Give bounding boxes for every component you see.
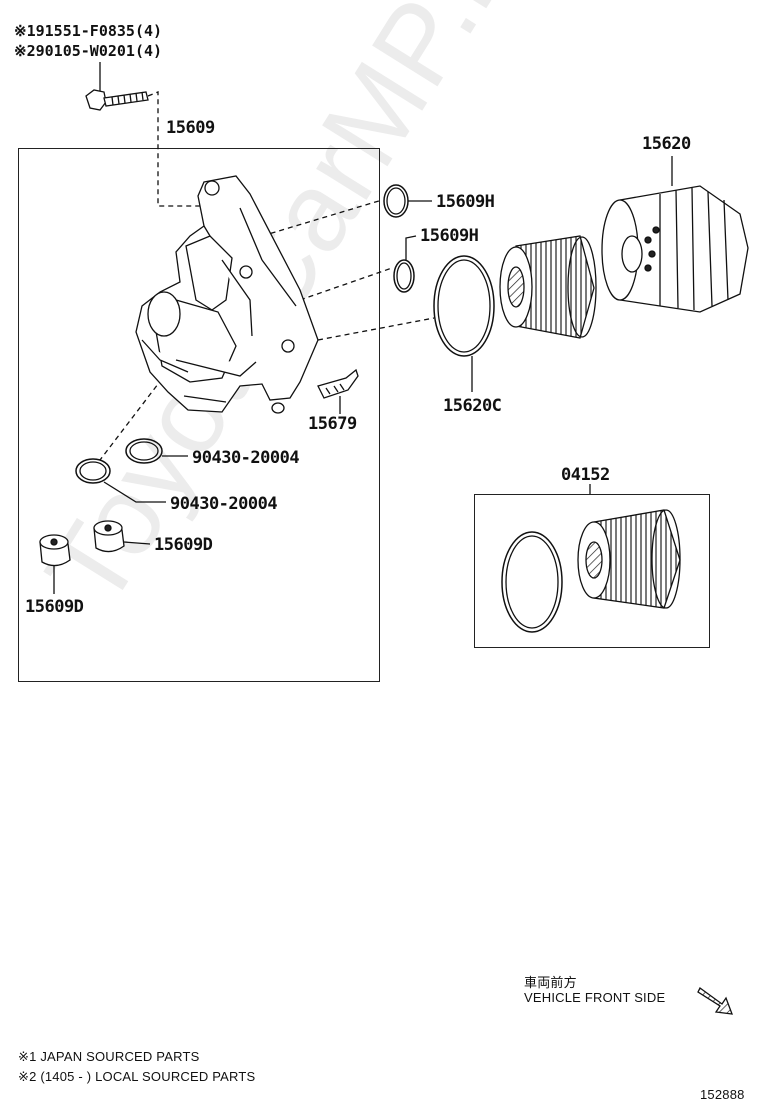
footnote-1-mark: ※1 xyxy=(18,1049,37,1064)
figure-id: 152888 xyxy=(700,1087,745,1102)
housing-group-frame xyxy=(18,148,380,682)
direction-en: VEHICLE FRONT SIDE xyxy=(524,990,666,1005)
element-kit-frame xyxy=(474,494,710,648)
label-15679: 15679 xyxy=(308,414,357,434)
front-direction-arrow-icon xyxy=(697,987,733,1015)
label-04152: 04152 xyxy=(561,465,610,485)
label-15609h-upper: 15609H xyxy=(436,192,495,212)
label-15620c: 15620C xyxy=(443,396,502,416)
kit-filter-element-icon xyxy=(577,509,681,609)
bolt-callout-1: ※191551-F0835(4) xyxy=(14,22,162,40)
label-15620: 15620 xyxy=(642,134,691,154)
o-ring-icon-lower xyxy=(393,259,415,293)
filter-element-icon xyxy=(499,235,597,339)
direction-jp: 車両前方 xyxy=(524,975,577,990)
bolt-icon xyxy=(85,89,149,111)
o-ring-icon-90430-b xyxy=(75,458,111,484)
bolt-part-2: 90105-W0201(4) xyxy=(35,42,163,60)
filter-cap-icon xyxy=(601,156,749,313)
bolt-mark-1: ※1 xyxy=(14,22,36,40)
label-90430-a: 90430-20004 xyxy=(192,448,300,468)
footnote-2-mark: ※2 xyxy=(18,1069,37,1084)
label-15609: 15609 xyxy=(166,118,215,138)
plug-icon-right xyxy=(93,520,151,553)
footnote-1-text: JAPAN SOURCED PARTS xyxy=(40,1049,200,1064)
bolt-callout-2: ※290105-W0201(4) xyxy=(14,42,162,60)
label-15609d-right: 15609D xyxy=(154,535,213,555)
plug-icon-left xyxy=(39,534,71,594)
kit-gasket-icon xyxy=(501,531,563,633)
label-15609d-left: 15609D xyxy=(25,597,84,617)
footnote-2-text: (1405 - ) LOCAL SOURCED PARTS xyxy=(40,1069,256,1084)
o-ring-icon-90430-a xyxy=(125,438,163,464)
label-90430-b: 90430-20004 xyxy=(170,494,278,514)
footnote-1: ※1 JAPAN SOURCED PARTS xyxy=(18,1049,199,1065)
bolt-mark-2: ※2 xyxy=(14,42,36,60)
label-15609h-lower: 15609H xyxy=(420,226,479,246)
oil-filter-housing-icon xyxy=(135,175,319,414)
bolt-part-1: 91551-F0835(4) xyxy=(35,22,163,40)
oil-pressure-switch-icon xyxy=(317,368,359,414)
footnote-2: ※2 (1405 - ) LOCAL SOURCED PARTS xyxy=(18,1069,255,1085)
gasket-icon xyxy=(433,255,495,357)
